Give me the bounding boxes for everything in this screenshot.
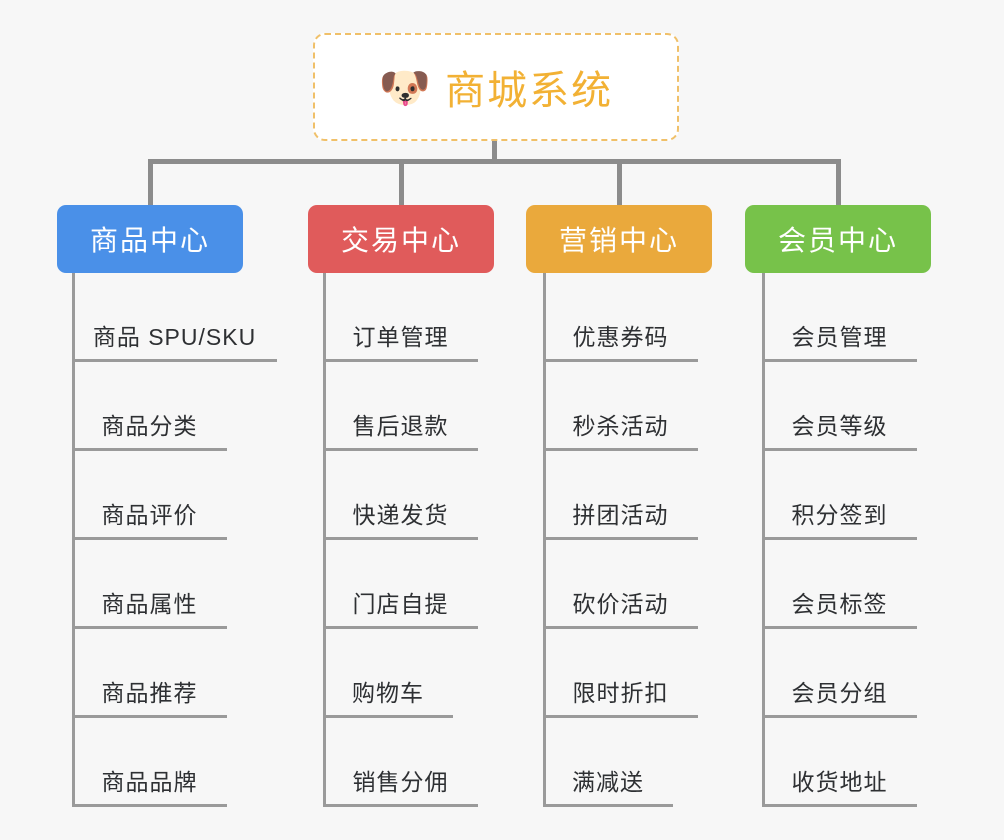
category-label: 交易中心 — [340, 225, 461, 256]
category-box-2[interactable]: 交易中心 — [308, 205, 494, 273]
category-box-4[interactable]: 会员中心 — [745, 205, 931, 273]
leaf-item-label: 限时折扣 — [572, 680, 669, 706]
leaf-item[interactable]: 会员管理 — [762, 273, 917, 362]
root-node-shopping-mall-system[interactable]: 🐶 商城系统 — [313, 33, 679, 141]
category-label: 会员中心 — [777, 225, 898, 256]
connector-drop-3 — [617, 159, 622, 207]
leaf-item-label: 商品推荐 — [101, 680, 198, 706]
connector-horizontal-bar — [150, 159, 840, 164]
leaf-item[interactable]: 收货地址 — [762, 718, 917, 807]
leaf-item[interactable]: 商品评价 — [72, 451, 227, 540]
connector-drop-4 — [836, 159, 841, 207]
leaf-item-label: 拼团活动 — [572, 502, 669, 528]
leaf-item[interactable]: 商品属性 — [72, 540, 227, 629]
category-box-1[interactable]: 商品中心 — [57, 205, 243, 273]
leaf-item-label: 积分签到 — [791, 502, 888, 528]
column-spine — [762, 273, 765, 807]
leaf-item[interactable]: 订单管理 — [323, 273, 478, 362]
leaf-item-label: 会员等级 — [791, 413, 888, 439]
connector-drop-1 — [148, 159, 153, 207]
leaf-item-label: 秒杀活动 — [572, 413, 669, 439]
leaf-item-label: 商品分类 — [101, 413, 198, 439]
leaf-item-label: 砍价活动 — [572, 591, 669, 617]
leaf-item-label: 收货地址 — [791, 769, 888, 795]
leaf-item[interactable]: 积分签到 — [762, 451, 917, 540]
leaf-item-label: 满减送 — [572, 769, 644, 795]
leaf-item-label: 会员标签 — [791, 591, 888, 617]
leaf-item[interactable]: 购物车 — [323, 629, 453, 718]
leaf-item[interactable]: 售后退款 — [323, 362, 478, 451]
connector-drop-2 — [399, 159, 404, 207]
leaf-item[interactable]: 秒杀活动 — [543, 362, 698, 451]
leaf-item[interactable]: 会员等级 — [762, 362, 917, 451]
root-node-title: 商城系统 — [445, 69, 614, 113]
leaf-item[interactable]: 拼团活动 — [543, 451, 698, 540]
leaf-item-label: 优惠券码 — [572, 324, 669, 350]
leaf-item-label: 会员分组 — [791, 680, 888, 706]
leaf-item[interactable]: 销售分佣 — [323, 718, 478, 807]
leaf-item[interactable]: 限时折扣 — [543, 629, 698, 718]
connector-root-stem — [492, 141, 497, 163]
leaf-item[interactable]: 会员分组 — [762, 629, 917, 718]
category-box-3[interactable]: 营销中心 — [526, 205, 712, 273]
leaf-item-label: 购物车 — [352, 680, 424, 706]
shiba-dog-face-icon: 🐶 — [378, 64, 432, 111]
leaf-item[interactable]: 商品品牌 — [72, 718, 227, 807]
category-label: 营销中心 — [558, 225, 679, 256]
leaf-item-label: 快递发货 — [352, 502, 449, 528]
leaf-item-label: 商品属性 — [101, 591, 198, 617]
category-label: 商品中心 — [89, 225, 210, 256]
leaf-item-label: 商品评价 — [101, 502, 198, 528]
leaf-item-label: 销售分佣 — [352, 769, 449, 795]
leaf-item-label: 会员管理 — [791, 324, 888, 350]
leaf-item[interactable]: 门店自提 — [323, 540, 478, 629]
leaf-item[interactable]: 快递发货 — [323, 451, 478, 540]
leaf-item-label: 门店自提 — [352, 591, 449, 617]
leaf-item[interactable]: 优惠券码 — [543, 273, 698, 362]
column-spine — [323, 273, 326, 807]
leaf-item[interactable]: 满减送 — [543, 718, 673, 807]
leaf-item[interactable]: 会员标签 — [762, 540, 917, 629]
leaf-item-label: 售后退款 — [352, 413, 449, 439]
column-spine — [543, 273, 546, 807]
leaf-item[interactable]: 商品推荐 — [72, 629, 227, 718]
leaf-item-label: 订单管理 — [352, 324, 449, 350]
leaf-item-label: 商品品牌 — [101, 769, 198, 795]
leaf-item-label: 商品 SPU/SKU — [92, 324, 257, 350]
column-spine — [72, 273, 75, 807]
leaf-item[interactable]: 砍价活动 — [543, 540, 698, 629]
leaf-item[interactable]: 商品分类 — [72, 362, 227, 451]
leaf-item[interactable]: 商品 SPU/SKU — [72, 273, 277, 362]
